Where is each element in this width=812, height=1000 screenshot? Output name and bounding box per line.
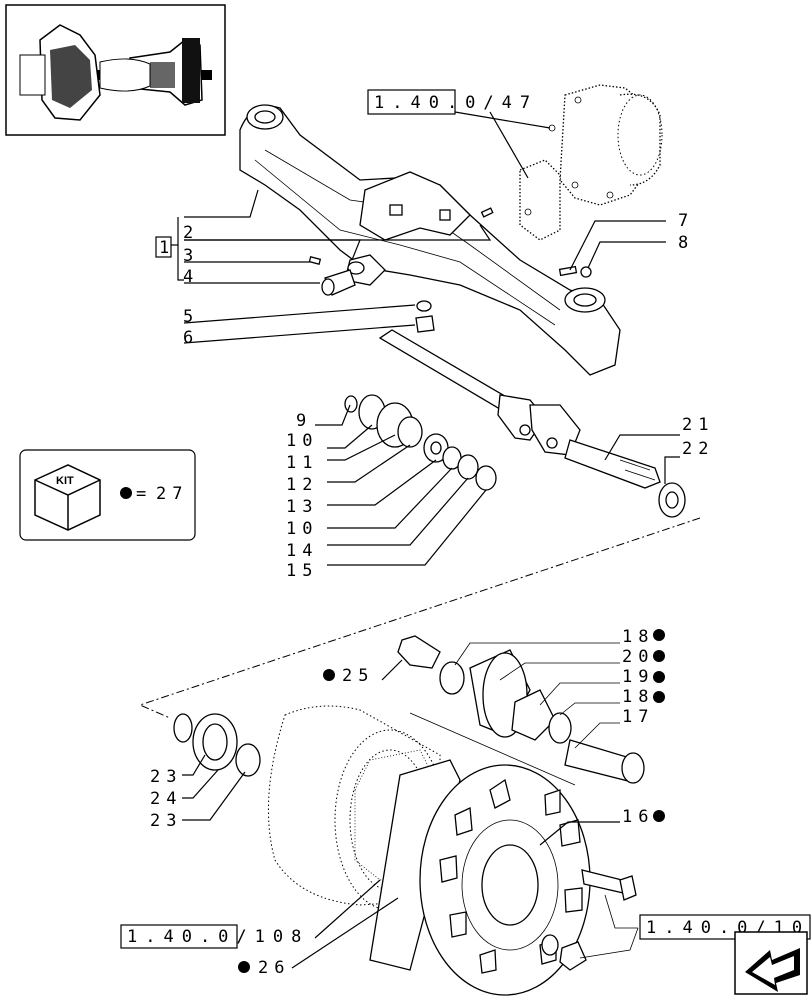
callout-8[interactable]: 8	[678, 233, 694, 253]
reference-bottom-left[interactable]: 1.40.0/108	[120, 924, 309, 949]
callout-18a[interactable]: 18	[622, 627, 654, 647]
callout-23a[interactable]: 23	[150, 767, 182, 787]
flange-housing	[519, 84, 663, 241]
kit-dot-icon	[120, 487, 132, 499]
callout-22[interactable]: 22	[682, 439, 714, 459]
kit-equals: =	[136, 484, 152, 504]
reference-top-label: 1.40.0/47	[374, 93, 538, 113]
callout-21[interactable]: 21	[682, 415, 714, 435]
kit-label: KIT	[56, 475, 74, 487]
planetary-parts	[397, 635, 645, 786]
callout-24[interactable]: 24	[150, 789, 182, 809]
filled-dot-icon	[238, 629, 665, 973]
callout-19[interactable]: 19	[622, 667, 654, 687]
callout-4[interactable]: 4	[183, 267, 199, 287]
callout-18b[interactable]: 18	[622, 687, 654, 707]
callout-labels: 1 2 3 4 5 6 7 8 9 10 11 12 13 10 14 15 2…	[150, 211, 714, 978]
callout-10a[interactable]: 10	[286, 431, 318, 451]
reference-top[interactable]: 1.40.0/47	[367, 89, 538, 115]
axle-thumbnail-icon[interactable]	[5, 4, 226, 136]
callout-box-1	[155, 236, 172, 258]
callout-16[interactable]: 16	[622, 807, 654, 827]
callout-10b[interactable]: 10	[286, 519, 318, 539]
callout-15[interactable]: 15	[286, 561, 318, 581]
callout-14[interactable]: 14	[286, 541, 318, 561]
leader-lines	[171, 111, 680, 969]
callout-3[interactable]: 3	[183, 246, 199, 266]
pin-parts	[415, 265, 592, 333]
connector-line	[138, 517, 701, 719]
kit-box-icon: KIT	[34, 464, 101, 531]
callout-25[interactable]: 25	[342, 666, 374, 686]
callout-12[interactable]: 12	[286, 475, 318, 495]
callout-26[interactable]: 26	[258, 958, 290, 978]
kit-legend: KIT = 27	[19, 449, 196, 541]
seal-ring	[658, 482, 686, 518]
callout-23b[interactable]: 23	[150, 811, 182, 831]
callout-13[interactable]: 13	[286, 497, 318, 517]
kit-count: 27	[156, 484, 188, 504]
callout-6[interactable]: 6	[183, 328, 199, 348]
axle-housing	[239, 104, 621, 376]
callout-20[interactable]: 20	[622, 647, 654, 667]
bearing-stack	[344, 394, 497, 491]
callout-9[interactable]: 9	[296, 411, 312, 431]
callout-11[interactable]: 11	[286, 453, 318, 473]
callout-5[interactable]: 5	[183, 307, 199, 327]
drive-shaft	[378, 329, 661, 489]
sun-gear	[173, 713, 261, 777]
callout-2[interactable]: 2	[183, 223, 199, 243]
wheel-hub	[369, 759, 591, 996]
navigation-arrow-icon[interactable]	[734, 931, 808, 995]
callout-1[interactable]: 1	[159, 238, 175, 258]
callout-7[interactable]: 7	[678, 211, 694, 231]
reference-bottom-left-label: 1.40.0/108	[127, 927, 309, 947]
callout-17[interactable]: 17	[622, 707, 654, 727]
fastener-parts	[541, 869, 637, 971]
